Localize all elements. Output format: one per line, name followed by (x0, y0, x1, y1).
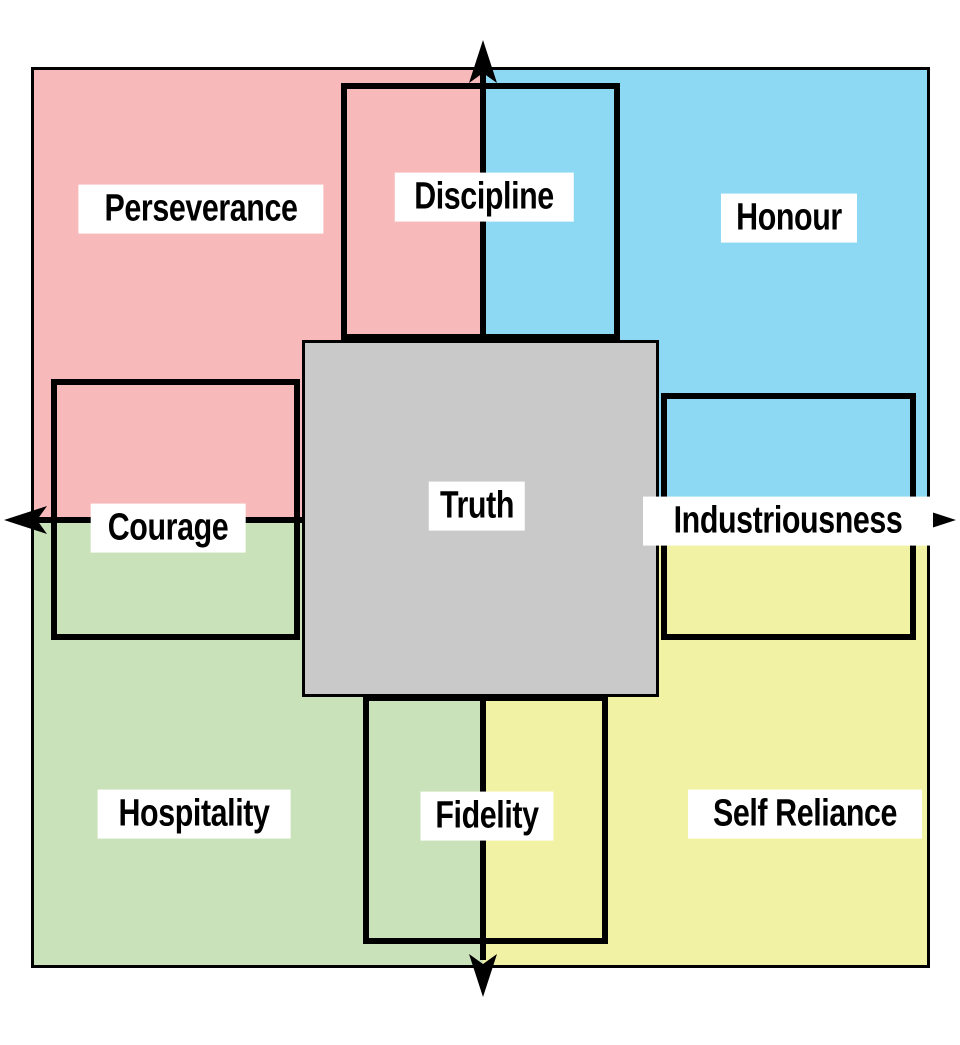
label-text: Courage (107, 506, 229, 549)
label-text: Hospitality (118, 792, 270, 835)
label-text: Industriousness (673, 499, 903, 542)
label-discipline: Discipline (394, 172, 574, 222)
label-hospitality: Hospitality (97, 789, 291, 839)
label-text: Self Reliance (712, 792, 898, 835)
label-courage: Courage (90, 503, 246, 553)
label-truth: Truth (428, 481, 526, 531)
label-fidelity: Fidelity (420, 791, 554, 841)
label-self-reliance: Self Reliance (687, 789, 923, 839)
courage-box (51, 379, 300, 640)
label-industriousness: Industriousness (643, 496, 933, 546)
label-text: Perseverance (104, 187, 298, 230)
label-honour: Honour (720, 193, 858, 243)
label-text: Honour (736, 196, 842, 239)
label-text: Truth (440, 484, 514, 527)
label-text: Discipline (414, 175, 554, 218)
label-text: Fidelity (435, 794, 539, 837)
label-perseverance: Perseverance (78, 184, 324, 234)
